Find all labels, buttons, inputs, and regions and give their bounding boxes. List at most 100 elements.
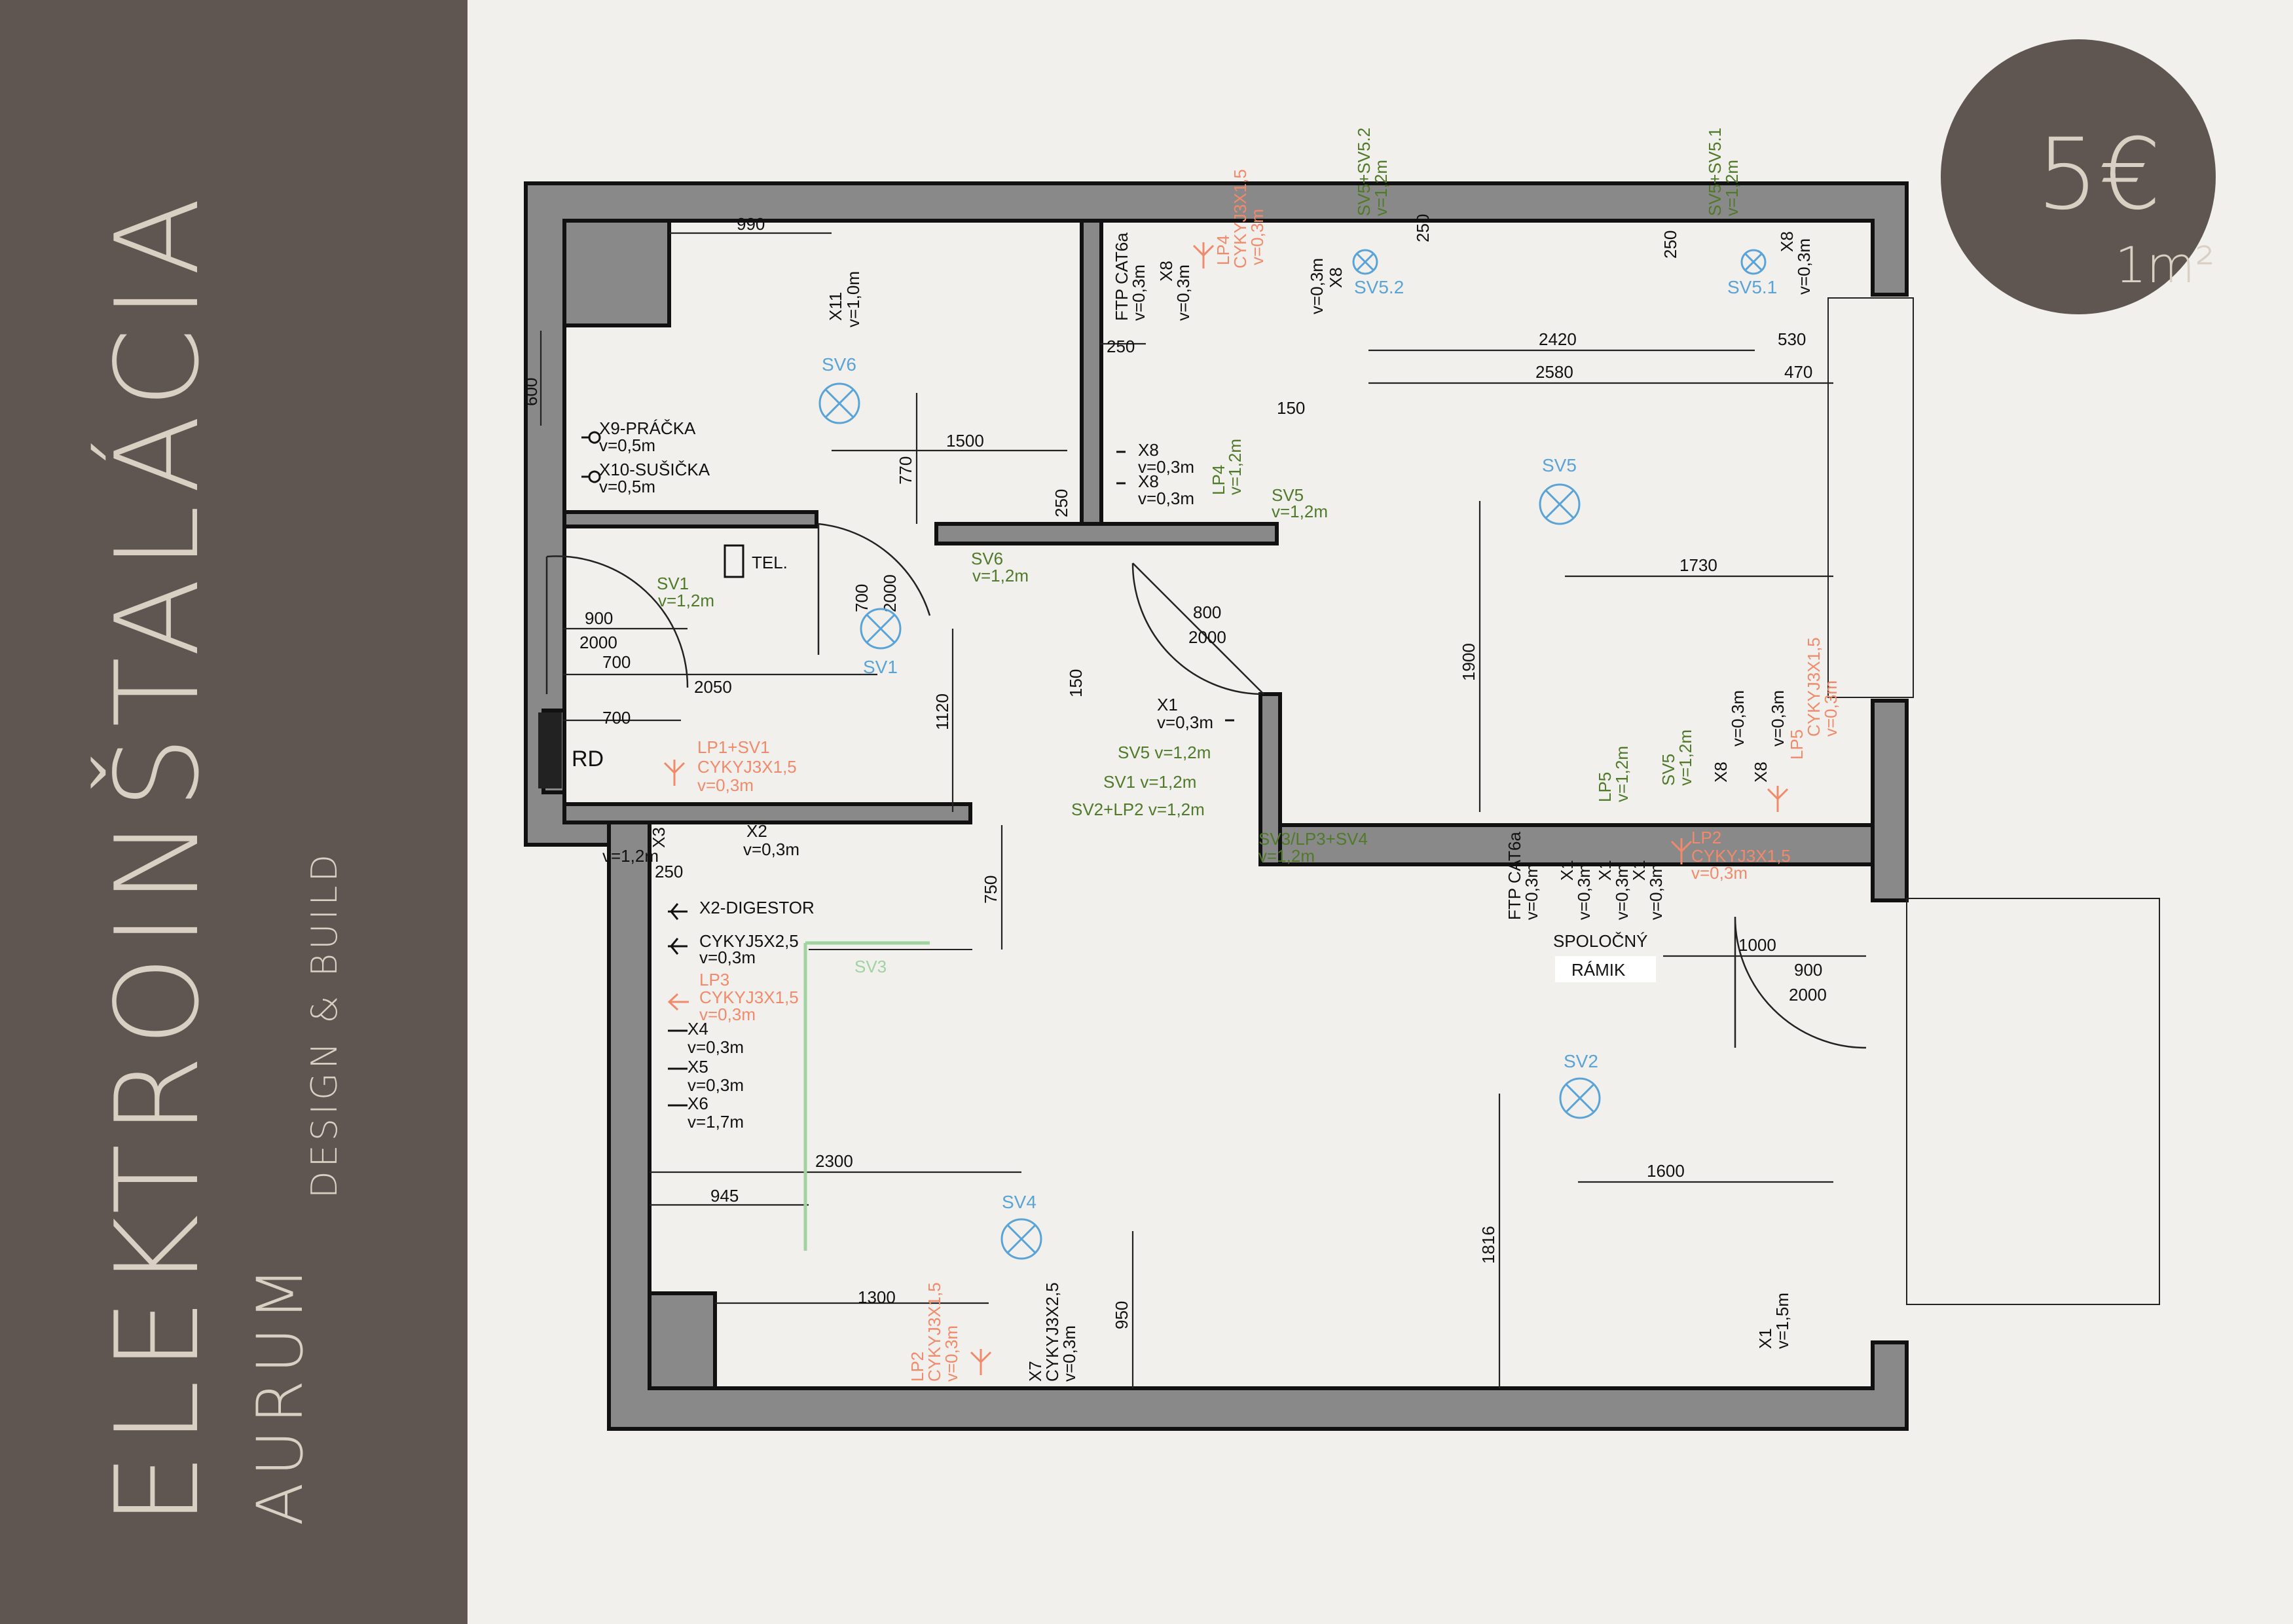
cable-cykyj5x2-5-height: v=0,3m [699,948,756,967]
light-lp5-height: v=0,3m [1821,680,1841,737]
light-lp2-b-height: v=0,3m [942,1325,961,1382]
socket-x8-d-height: v=0,3m [1307,258,1327,314]
lamp-sv2-label: SV2 [1564,1051,1598,1071]
light-lp1-cable: CYKYJ3X1,5 [697,757,797,777]
socket-x8-d: X8 [1326,267,1346,288]
data-socket-ftp-2-height: v=0,3m [1522,864,1541,920]
price-badge [1941,39,2216,314]
wall-outer-bottom [607,809,1909,1431]
switch-sv1: SV1 [657,574,689,593]
light-outlet-icon-lp4 [1192,242,1215,268]
dim-1300: 1300 [858,1287,896,1307]
switch-lp4: LP4 [1209,465,1228,495]
price-unit: 1m² [2115,236,2215,294]
socket-x8-b-height: v=0,3m [1138,489,1194,508]
socket-x7-cable: CYKYJ3X2,5 [1042,1282,1062,1382]
phone-socket-icon [724,544,744,578]
switch-sv1-hall: SV1 v=1,2m [1103,772,1196,792]
openings [545,297,2160,1305]
led-strip-sv3: SV3 [803,941,930,1251]
lamp-sv5: SV5 [1539,455,1581,525]
light-lp2-b-cable: CYKYJ3X1,5 [925,1282,944,1382]
socket-x1-c-height: v=0,3m [1612,864,1632,920]
dim-2000-d: 2000 [1789,985,1827,1005]
wall-shaft-bottom [648,1291,717,1390]
switch-sv5-hall: SV5 v=1,2m [1118,743,1211,762]
switch-sv3-lp3-sv4: SV3/LP3+SV4 [1258,829,1368,849]
light-lp1: LP1+SV1 [697,737,770,757]
socket-x8-b: X8 [1138,471,1159,491]
dim-800: 800 [1193,602,1221,622]
phone-socket-label: TEL. [752,553,788,572]
ceiling-lamps: SV6 SV1 SV5 SV5.2 SV5.1 SV2 SV4 SV3 [803,249,1777,1260]
light-lp4-cable: CYKYJ3X1,5 [1230,169,1250,268]
wall-hall-bottom [562,802,972,824]
socket-x7-height: v=0,3m [1059,1325,1079,1382]
dim-2050: 2050 [694,677,732,697]
dim-990: 990 [737,214,765,234]
socket-x8-c: X8 [1156,261,1176,282]
lamp-sv1-label: SV1 [863,657,898,677]
dim-250-c: 250 [1413,214,1433,242]
light-lp2-a-cable: CYKYJ3X1,5 [1691,846,1791,866]
data-socket-ftp-1-height: v=0,3m [1129,265,1148,321]
data-socket-ftp-2: FTP CAT6a [1505,832,1524,920]
socket-x6-height: v=1,7m [688,1112,744,1132]
data-socket-ftp-1: FTP CAT6a [1112,232,1131,321]
socket-x1-b: X1 [1557,860,1577,881]
common-frame-box [1555,956,1656,982]
switch-sv6: SV6 [971,549,1003,568]
light-lp4-height: v=0,3m [1247,209,1267,265]
dimension-lines [540,232,1866,1388]
lamp-sv5-label: SV5 [1542,455,1577,475]
light-outlet-icon-lp1 [663,760,686,786]
light-lp3-height: v=0,3m [699,1005,756,1024]
light-lp2-a: LP2 [1691,828,1721,847]
socket-x4: X4 [688,1019,708,1039]
socket-x8-f-height: v=0,3m [1728,690,1748,747]
switch-sv2-lp2: SV2+LP2 v=1,2m [1071,800,1205,819]
socket-x7: X7 [1025,1361,1045,1382]
socket-x3-height: v=1,2m [602,846,659,866]
dimension-labels: 990 600 1500 770 250 250 250 250 250 900… [521,214,1827,1329]
switch-sv5-sv5-2-height: v=1,2m [1371,160,1391,216]
dim-1000: 1000 [1738,935,1776,955]
socket-icon-x9 [581,431,601,444]
dim-2000-b: 2000 [880,574,900,612]
socket-icon-x2-hood [668,903,688,920]
switch-sv6-height: v=1,2m [972,566,1029,585]
dim-770: 770 [896,456,915,485]
socket-x10: X10-SUŠIČKA [599,460,710,479]
wall-partition-2 [1258,692,1282,866]
socket-x4-height: v=0,3m [688,1037,744,1057]
dim-950: 950 [1112,1301,1131,1329]
switch-sv5-height: v=1,2m [1272,502,1328,521]
wall-shaft-top [562,219,671,327]
walls [524,181,1909,1431]
common-frame-label-1: SPOLOČNÝ [1553,931,1648,951]
socket-x1-a: X1 [1157,695,1178,714]
dim-2580: 2580 [1535,362,1573,382]
switch-lp5: LP5 [1595,772,1615,802]
distribution-board-label: RD [572,747,604,771]
switch-sv5-living: SV5 [1659,754,1678,786]
light-outlet-icon-lp2-b [970,1349,992,1375]
window-right [1827,297,1914,698]
switch-sv5-sv5-1-height: v=1,2m [1722,160,1742,216]
dim-1730: 1730 [1679,555,1717,575]
dim-600: 600 [521,378,541,406]
dim-530: 530 [1778,329,1806,349]
price-amount: 5€ [2036,118,2161,232]
light-lp2-b: LP2 [908,1352,927,1382]
socket-icon-cyk5 [668,938,688,955]
light-outlet-icon-lp5 [1767,786,1789,812]
socket-x5-height: v=0,3m [688,1075,744,1095]
dim-150-a: 150 [1066,669,1086,697]
switch-sv5-sv5-2: SV5+SV5.2 [1354,128,1374,216]
dim-250-a: 250 [1107,337,1135,356]
socket-x9-height: v=0,5m [599,435,655,455]
light-lp5-cable: CYKYJ3X1,5 [1804,637,1824,737]
cable-cykyj5x2-5: CYKYJ5X2,5 [699,931,799,951]
socket-icons [581,431,1234,1107]
